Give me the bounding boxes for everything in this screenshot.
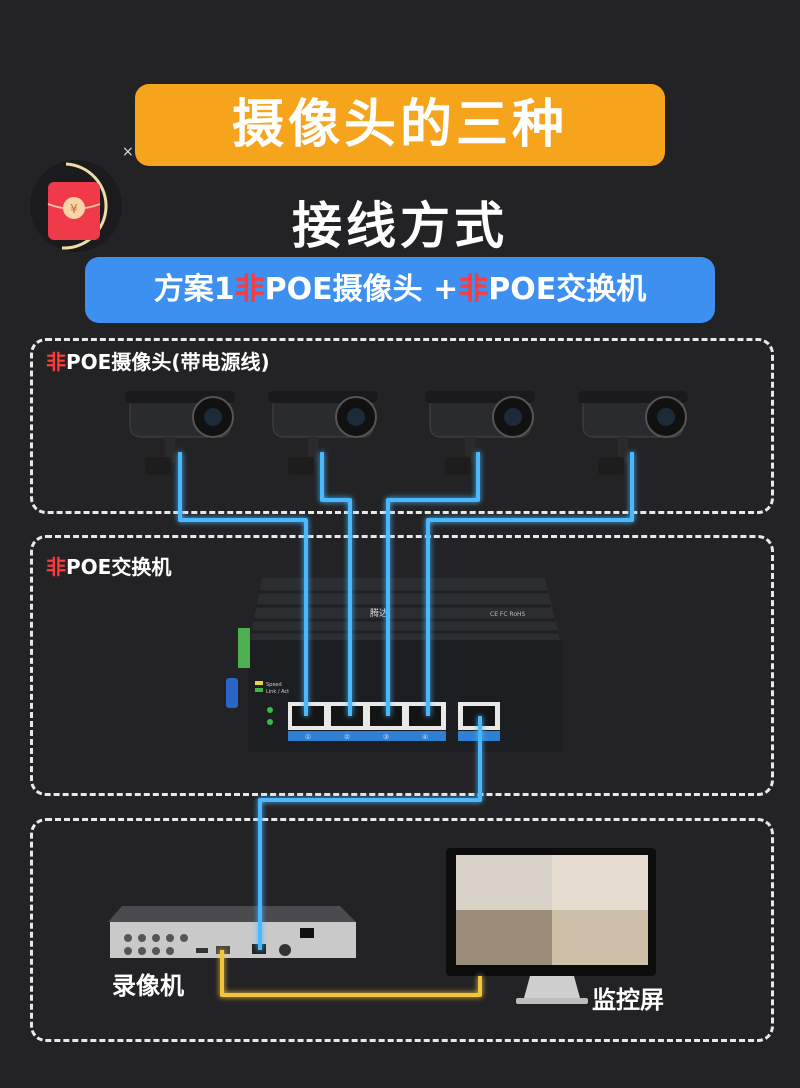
led-link-label: Link / Act (266, 689, 289, 695)
scheme-camera: POE摄像头 + (264, 272, 459, 307)
switch-brand: 腾达 (370, 607, 388, 619)
title-banner: 摄像头的三种 (135, 84, 665, 166)
yuan-symbol: ¥ (70, 202, 78, 216)
port-3-label: ③ (383, 733, 389, 741)
non-marker: 非 (458, 272, 489, 307)
close-widget-button[interactable]: × (122, 144, 134, 160)
port-4-label: ④ (422, 733, 428, 741)
monitor-device (446, 848, 656, 1004)
recorder-label: 录像机 (112, 972, 184, 1000)
cable-vga-monitor (220, 950, 482, 997)
switch-cert: CE FC RoHS (490, 611, 526, 618)
monitor-label: 监控屏 (592, 986, 664, 1014)
recorder-section (30, 818, 774, 1042)
cable-camera-1 (178, 452, 308, 716)
cable-camera-2 (320, 452, 352, 716)
switch-device: 腾达 CE FC RoHS Speed Link / Act ① ② ③ ④ (226, 578, 563, 752)
cable-camera-3 (386, 452, 480, 716)
red-envelope-widget[interactable]: ¥ (28, 158, 124, 254)
title-subheading: 接线方式 (292, 197, 508, 255)
port-1-label: ① (305, 733, 311, 741)
camera-section-label: 非POE摄像头(带电源线) (46, 350, 270, 374)
red-envelope-icon: ¥ (30, 160, 122, 252)
camera-section (30, 338, 774, 514)
cable-uplink-recorder (258, 716, 482, 950)
port-2-label: ② (344, 733, 350, 741)
non-marker: 非 (234, 272, 265, 307)
scheme-banner: 方案1非POE摄像头 +非POE交换机 (85, 257, 715, 323)
cable-camera-4 (426, 452, 634, 716)
scheme-number: 方案1 (153, 272, 235, 307)
switch-section-label: 非POE交换机 (46, 555, 172, 579)
led-speed-label: Speed (266, 682, 282, 688)
recorder-device (108, 906, 356, 958)
scheme-switch: POE交换机 (488, 272, 647, 307)
switch-section (30, 535, 774, 796)
